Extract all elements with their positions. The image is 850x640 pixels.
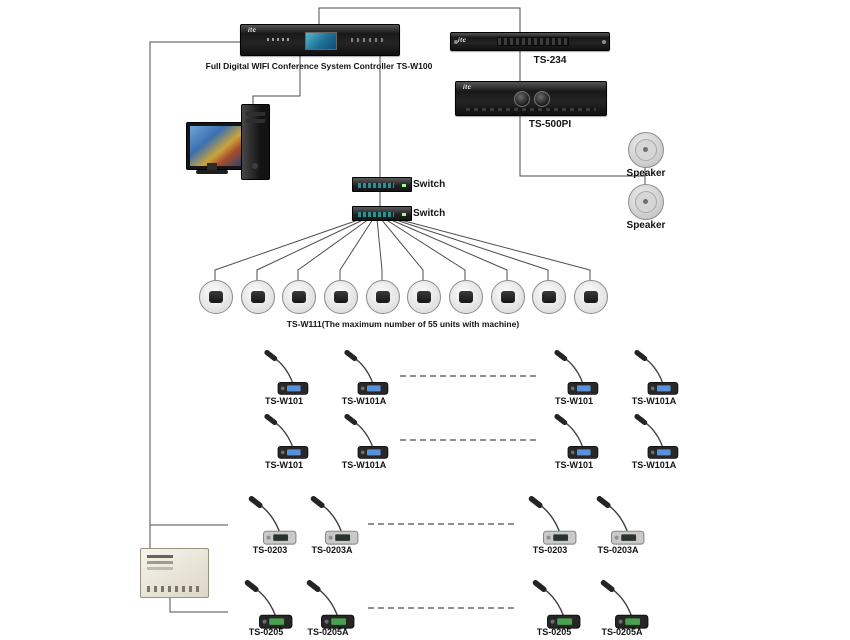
gooseneck-mic-icon bbox=[255, 414, 313, 460]
screw-icon bbox=[454, 39, 458, 44]
mic-ts-0205 bbox=[526, 580, 582, 630]
ts234-label: TS-234 bbox=[533, 55, 567, 66]
gooseneck-mic-icon bbox=[255, 350, 313, 396]
ceiling-unit-3 bbox=[282, 280, 316, 314]
rack-ts-234: itc bbox=[450, 32, 610, 51]
mic-label: TS-0205 bbox=[536, 627, 572, 637]
mic-label: TS-W101 bbox=[264, 460, 303, 470]
gooseneck-mic-icon bbox=[545, 414, 603, 460]
ceiling-unit-6 bbox=[407, 280, 441, 314]
controller-buttons bbox=[351, 38, 387, 42]
ceiling-unit-4 bbox=[324, 280, 358, 314]
network-switch-1 bbox=[352, 177, 412, 192]
mic-ts-0203 bbox=[242, 496, 298, 546]
mic-ts-w101 bbox=[545, 350, 603, 396]
ceiling-unit-2 bbox=[241, 280, 275, 314]
monitor-base bbox=[196, 170, 228, 174]
wire-controller-pc bbox=[252, 54, 301, 104]
speaker-1-label: Speaker bbox=[626, 168, 666, 179]
mic-label: TS-0205A bbox=[307, 627, 349, 637]
mic-ts-0205a bbox=[300, 580, 356, 630]
brand-logo: itc bbox=[248, 28, 257, 34]
speaker-1 bbox=[628, 132, 664, 168]
mic-ts-w101 bbox=[255, 414, 313, 460]
controller-indicators bbox=[267, 38, 291, 41]
gooseneck-mic-icon bbox=[238, 580, 294, 630]
gooseneck-mic-icon bbox=[625, 414, 683, 460]
ceiling-unit-7 bbox=[449, 280, 483, 314]
mic-label: TS-W101A bbox=[341, 460, 387, 470]
mic-label: TS-W101 bbox=[554, 396, 593, 406]
gooseneck-mic-icon bbox=[335, 350, 393, 396]
wire-switch-fanout bbox=[214, 218, 591, 280]
brand-logo: itc bbox=[463, 85, 472, 91]
rack-vents bbox=[497, 37, 569, 46]
mic-ts-0203 bbox=[522, 496, 578, 546]
mic-ts-0205a bbox=[594, 580, 650, 630]
wire-left-bus bbox=[149, 41, 240, 613]
ceiling-units-label: TS-W111(The maximum number of 55 units w… bbox=[286, 319, 520, 329]
mic-ts-0205 bbox=[238, 580, 294, 630]
screw-icon bbox=[602, 39, 606, 44]
mic-label: TS-0203A bbox=[311, 545, 353, 555]
gooseneck-mic-icon bbox=[526, 580, 582, 630]
continuation-dashes bbox=[368, 375, 538, 609]
ceiling-unit-5 bbox=[366, 280, 400, 314]
ceiling-unit-1 bbox=[199, 280, 233, 314]
mic-label: TS-0205 bbox=[248, 627, 284, 637]
switch-1-label: Switch bbox=[413, 179, 446, 190]
mic-label: TS-0203 bbox=[252, 545, 288, 555]
ceiling-unit-10 bbox=[574, 280, 608, 314]
gooseneck-mic-icon bbox=[522, 496, 578, 546]
wire-controller-ts234 bbox=[318, 7, 521, 32]
computer-tower bbox=[241, 104, 270, 180]
mic-label: TS-W101 bbox=[264, 396, 303, 406]
gooseneck-mic-icon bbox=[625, 350, 683, 396]
mic-label: TS-W101 bbox=[554, 460, 593, 470]
mic-ts-w101a bbox=[625, 414, 683, 460]
mic-ts-w101a bbox=[335, 350, 393, 396]
amp-knob bbox=[534, 91, 550, 107]
switch-2-label: Switch bbox=[413, 208, 446, 219]
ceiling-unit-8 bbox=[491, 280, 525, 314]
mic-label: TS-W101A bbox=[631, 396, 677, 406]
speaker-2-label: Speaker bbox=[626, 220, 666, 231]
speaker-2 bbox=[628, 184, 664, 220]
gooseneck-mic-icon bbox=[594, 580, 650, 630]
mic-ts-w101 bbox=[545, 414, 603, 460]
controller-label: Full Digital WIFI Conference System Cont… bbox=[205, 61, 433, 71]
gooseneck-mic-icon bbox=[590, 496, 646, 546]
mic-label: TS-0203A bbox=[597, 545, 639, 555]
controller-ts-w100: itc bbox=[240, 24, 400, 56]
gooseneck-mic-icon bbox=[545, 350, 603, 396]
mic-ts-w101a bbox=[625, 350, 683, 396]
brand-logo: itc bbox=[458, 38, 467, 44]
power-supply-box bbox=[140, 548, 209, 598]
wire-amp-speakers bbox=[519, 114, 646, 184]
gooseneck-mic-icon bbox=[242, 496, 298, 546]
gooseneck-mic-icon bbox=[304, 496, 360, 546]
mic-ts-0203a bbox=[590, 496, 646, 546]
mic-label: TS-0205A bbox=[601, 627, 643, 637]
mic-ts-w101a bbox=[335, 414, 393, 460]
monitor-screen bbox=[190, 126, 242, 166]
mic-ts-0203a bbox=[304, 496, 360, 546]
monitor-stand bbox=[207, 163, 217, 170]
mic-label: TS-W101A bbox=[341, 396, 387, 406]
mic-ts-w101 bbox=[255, 350, 313, 396]
amplifier-ts-500pi: itc bbox=[455, 81, 607, 116]
mic-label: TS-W101A bbox=[631, 460, 677, 470]
ceiling-unit-9 bbox=[532, 280, 566, 314]
gooseneck-mic-icon bbox=[335, 414, 393, 460]
ts500pi-label: TS-500PI bbox=[528, 119, 572, 130]
amp-knob bbox=[514, 91, 530, 107]
gooseneck-mic-icon bbox=[300, 580, 356, 630]
controller-screen bbox=[305, 32, 337, 50]
mic-label: TS-0203 bbox=[532, 545, 568, 555]
amp-vents bbox=[466, 108, 596, 111]
network-switch-2 bbox=[352, 206, 412, 221]
